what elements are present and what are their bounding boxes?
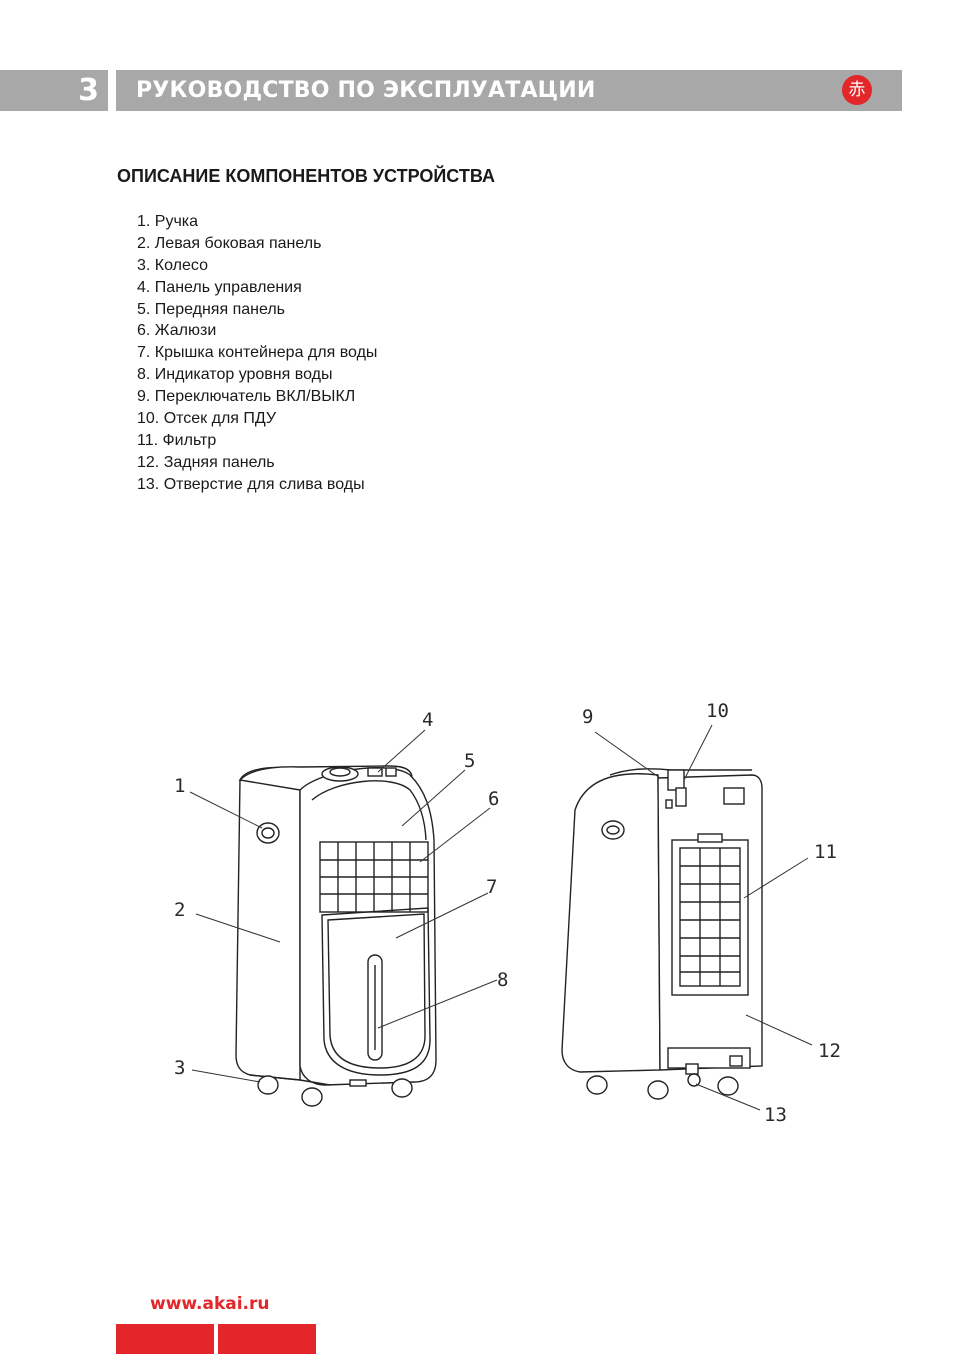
list-item: 3. Колесо xyxy=(137,256,208,274)
header-bar: РУКОВОДСТВО ПО ЭКСПЛУАТАЦИИ 赤 xyxy=(116,70,902,111)
callout-4: 4 xyxy=(422,709,433,731)
list-item: 8. Индикатор уровня воды xyxy=(137,366,333,384)
list-item: 9. Переключатель ВКЛ/ВЫКЛ xyxy=(137,388,356,406)
list-item: 7. Крышка контейнера для воды xyxy=(137,344,378,362)
footer-bar-right xyxy=(218,1324,316,1354)
footer-bar-left xyxy=(116,1324,214,1354)
list-item: 4. Панель управления xyxy=(137,278,302,296)
callout-13: 13 xyxy=(764,1104,787,1126)
callout-7: 7 xyxy=(486,876,497,898)
list-item: 12. Задняя панель xyxy=(137,453,275,471)
page-header-title: РУКОВОДСТВО ПО ЭКСПЛУАТАЦИИ xyxy=(136,78,596,103)
callout-6: 6 xyxy=(488,788,499,810)
section-title: ОПИСАНИЕ КОМПОНЕНТОВ УСТРОЙСТВА xyxy=(117,166,495,186)
back-view xyxy=(561,724,813,1111)
front-view xyxy=(189,729,498,1107)
callout-8: 8 xyxy=(497,969,508,991)
akai-logo-icon: 赤 xyxy=(842,75,872,105)
callout-2: 2 xyxy=(174,899,185,921)
list-item: 5. Передняя панель xyxy=(137,300,286,318)
component-list: 1. Ручка 2. Левая боковая панель 3. Коле… xyxy=(137,211,377,496)
list-item: 13. Отверстие для слива воды xyxy=(137,475,365,493)
list-item: 11. Фильтр xyxy=(137,431,217,449)
callout-12: 12 xyxy=(818,1040,841,1062)
list-item: 6. Жалюзи xyxy=(137,322,217,340)
list-item: 2. Левая боковая панель xyxy=(137,234,322,252)
callout-11: 11 xyxy=(814,841,837,863)
callout-10: 10 xyxy=(706,700,729,722)
section-number: 3 xyxy=(0,70,108,111)
list-item: 10. Отсек для ПДУ xyxy=(137,410,277,428)
callout-9: 9 xyxy=(582,706,593,728)
callout-5: 5 xyxy=(464,750,475,772)
device-diagram: 1 2 3 4 5 6 7 8 9 10 11 12 13 xyxy=(174,700,841,1126)
callout-1: 1 xyxy=(174,775,185,797)
list-item: 1. Ручка xyxy=(137,213,199,230)
callout-3: 3 xyxy=(174,1057,185,1079)
website-link[interactable]: www.akai.ru xyxy=(150,1294,270,1314)
